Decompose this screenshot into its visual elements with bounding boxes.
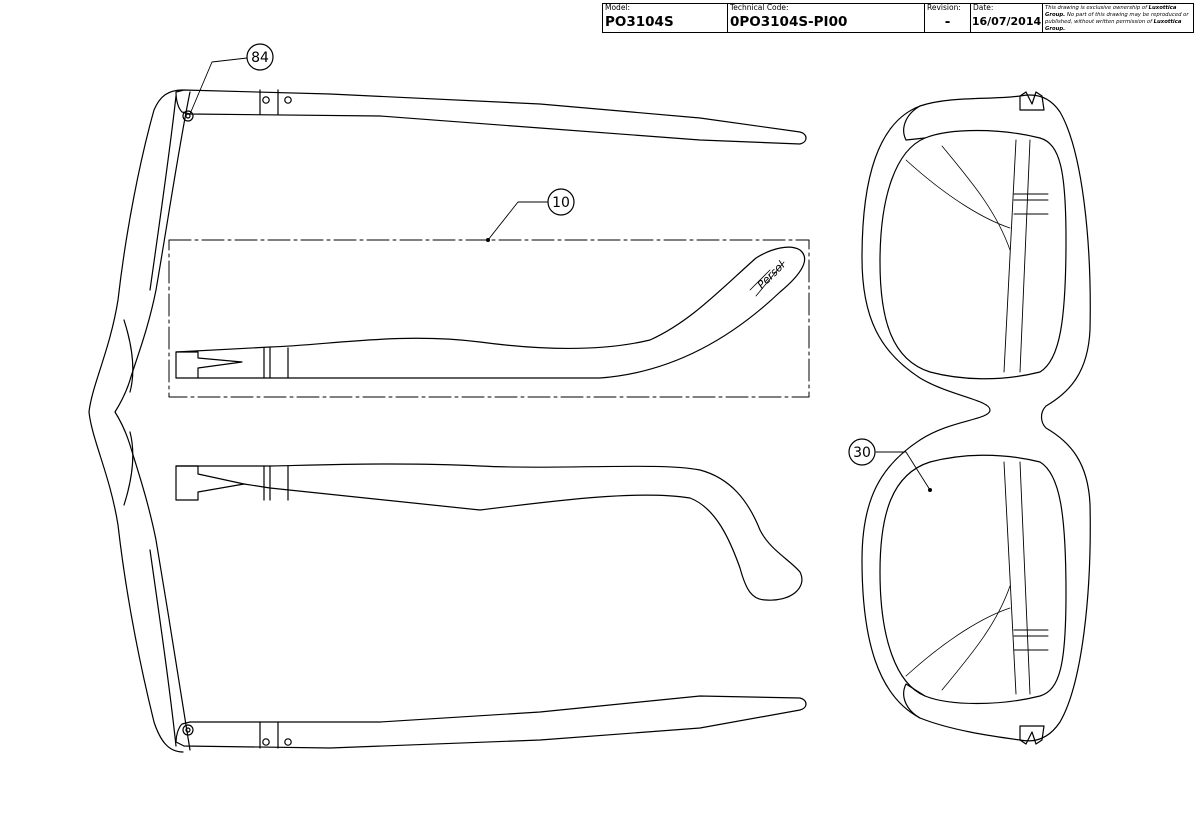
model-caption: Model: xyxy=(605,3,631,12)
technical-code-caption: Technical Code: xyxy=(730,3,789,12)
hinge-screw-lower-icon xyxy=(182,724,194,736)
date-cell: Date: 16/07/2014 xyxy=(971,4,1043,32)
temple-side-view-detail xyxy=(175,246,806,379)
callout-30: 30 xyxy=(848,438,876,466)
model-cell: Model: PO3104S xyxy=(603,4,728,32)
title-block: Model: PO3104S Technical Code: 0PO3104S-… xyxy=(602,3,1194,33)
frame-front-top-view xyxy=(88,89,191,753)
callout-84: 84 xyxy=(246,43,274,71)
revision-value: - xyxy=(944,14,951,30)
temple-side-view-lower xyxy=(175,463,803,601)
leader-30 xyxy=(875,451,931,491)
hinge-screw-upper-icon xyxy=(182,110,194,122)
callout-30-label: 30 xyxy=(853,445,871,461)
callout-10-label: 10 xyxy=(552,195,570,211)
model-number: PO3104S xyxy=(605,14,674,30)
leader-10 xyxy=(487,201,549,241)
ownership-notice-cell: This drawing is exclusive ownership of L… xyxy=(1043,4,1193,32)
ownership-notice: This drawing is exclusive ownership of L… xyxy=(1045,5,1189,32)
temple-detail-box xyxy=(168,239,810,398)
brand-logo-icon: Persol xyxy=(755,259,788,292)
date-caption: Date: xyxy=(973,3,994,12)
lens-lower xyxy=(879,454,1067,705)
revision-caption: Revision: xyxy=(927,3,961,12)
temple-top-view-upper xyxy=(175,89,807,145)
revision-cell: Revision: - xyxy=(925,4,971,32)
technical-code-cell: Technical Code: 0PO3104S-PI00 xyxy=(728,4,925,32)
leader-84 xyxy=(189,57,248,115)
lens-upper xyxy=(879,129,1067,380)
callout-84-label: 84 xyxy=(251,50,269,66)
frame-front-view xyxy=(861,91,1091,745)
callout-10: 10 xyxy=(547,188,575,216)
technical-code: 0PO3104S-PI00 xyxy=(730,14,848,30)
date-value: 16/07/2014 xyxy=(971,15,1042,28)
temple-top-view-lower xyxy=(175,695,807,749)
